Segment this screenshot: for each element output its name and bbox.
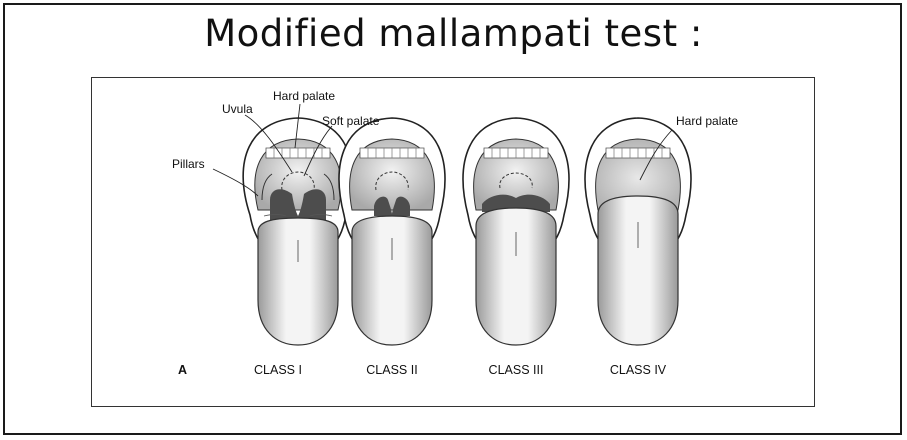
mouth-class-4: [585, 118, 691, 345]
label-hard-palate-class4: Hard palate: [676, 114, 738, 128]
class-label-1: CLASS I: [254, 363, 302, 377]
label-pillars: Pillars: [172, 157, 205, 171]
class-label-4: CLASS IV: [610, 363, 667, 377]
class-label-2: CLASS II: [366, 363, 417, 377]
class-label-3: CLASS III: [489, 363, 544, 377]
label-soft-palate: Soft palate: [322, 114, 380, 128]
panel-letter: A: [178, 363, 187, 377]
mouth-class-3: [463, 118, 569, 345]
mouth-class-2: [339, 118, 445, 345]
label-uvula: Uvula: [222, 102, 253, 116]
label-hard-palate: Hard palate: [273, 89, 335, 103]
mouth-class-1: [243, 118, 352, 345]
